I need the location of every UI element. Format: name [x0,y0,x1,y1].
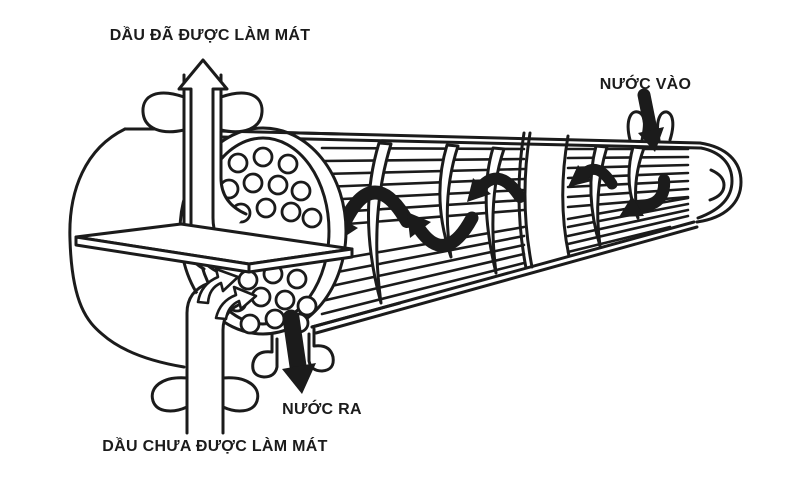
water-inlet-internal-arrow-head-icon [619,196,644,217]
shell-flow-arrow-2-body [413,211,479,252]
label-water-out: NƯỚC RA [282,401,362,418]
oil-inlet-pipe-body [187,277,243,433]
water-inlet-nozzle [626,88,675,152]
shell-flow-arrow-3-head-icon [467,178,491,202]
water-inlet-internal-arrow-body [632,174,671,212]
shell-flow-arrow-4-body [579,163,618,190]
shell-bottom-edge-overlay [310,301,402,329]
line-art [68,58,743,435]
dome-outline [68,127,186,369]
water-outlet-flange-left [251,331,279,379]
oil-inlet-flange-left [150,376,189,413]
shell-end-cap-detail [708,168,726,202]
shell-flow-arrow-3-body [476,172,526,203]
shell-bottom-edge-inner [314,225,699,335]
shell-band-right-edge [561,134,571,258]
shell-end-cap-outer [695,141,743,224]
baffle-2 [438,143,460,259]
shell-flow-arrow-1-body [338,185,414,228]
tube-lines-lower-left [320,225,526,316]
label-water-in: NƯỚC VÀO [599,76,692,93]
oil-inlet-flange-right [221,376,260,413]
oil-inlet-pipe [150,267,260,435]
label-oil-uncooled: DẦU CHƯA ĐƯỢC LÀM MÁT [102,438,328,455]
oil-inlet-flow-arrow-1-icon [196,267,240,305]
oil-outlet-pipe [141,58,264,273]
water-outlet-arrow-icon [282,363,316,394]
water-inlet-flange-right [656,110,675,142]
label-oil-cooled: DẦU ĐÃ ĐƯỢC LÀM MÁT [109,27,311,44]
oil-outlet-flange-left [141,91,186,134]
water-outlet-arrow-body [282,309,307,375]
tube-lines-upper-left [320,146,526,228]
shell-end-cap-inner [696,146,734,220]
oil-outlet-flange-right [219,91,264,134]
water-inlet-arrow-body [637,88,658,137]
water-inlet-arrow-icon [638,127,664,152]
oil-inlet-flow-arrow-2-icon [214,285,258,321]
shell-flow-arrow-4-head-icon [568,165,592,187]
partition-plate [74,222,354,274]
water-outlet-arrow [282,309,316,394]
shell-flow-arrow-2-head-icon [407,212,431,238]
